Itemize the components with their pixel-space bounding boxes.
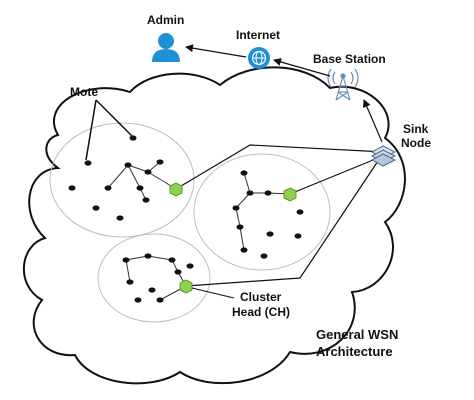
mote [122, 257, 130, 263]
mote [296, 209, 304, 215]
sink-node-icon [370, 145, 397, 167]
diagram-title-line1: General WSN [316, 327, 398, 342]
ch-pointer [191, 287, 235, 299]
cluster-head-label-line1: Cluster [240, 290, 282, 304]
mote [129, 135, 137, 141]
mote [186, 263, 194, 269]
mote [104, 185, 112, 191]
mote [124, 162, 132, 168]
cluster-1-links [107, 161, 177, 201]
mote [148, 287, 156, 293]
base-to-internet-arrow [273, 58, 331, 77]
cluster-2-links [235, 172, 291, 251]
user-icon [152, 33, 180, 62]
mote [232, 205, 240, 211]
mote [144, 169, 152, 175]
mote [144, 253, 152, 259]
cluster-head-label-line2: Head (CH) [232, 305, 290, 319]
sink-label-line1: Sink [403, 122, 429, 136]
cluster-area-1 [49, 122, 195, 238]
base-station-label: Base Station [313, 52, 386, 66]
mote [260, 253, 268, 259]
network-cloud [23, 66, 406, 385]
mote [236, 224, 244, 230]
mote [294, 233, 302, 239]
mote [116, 215, 124, 221]
mote-label: Mote [70, 85, 98, 99]
mote [156, 297, 164, 303]
sink-to-base-arrow [363, 99, 383, 143]
mote-pointers [85, 99, 133, 161]
cluster-head-3 [179, 279, 193, 294]
mote [92, 205, 100, 211]
internet-to-admin-arrow [185, 44, 247, 58]
mote [84, 160, 92, 166]
mote [142, 197, 150, 203]
cluster-3-motes [122, 253, 194, 303]
sink-label-line2: Node [401, 136, 431, 150]
mote [240, 247, 248, 253]
mote [240, 170, 248, 176]
cluster-area-3 [97, 233, 211, 323]
antenna-tower-icon [327, 68, 359, 101]
diagram-title-line2: Architecture [316, 344, 393, 359]
cluster-area-2 [193, 153, 331, 271]
ch-to-sink-links [175, 144, 386, 287]
mote [174, 269, 182, 275]
mote [136, 185, 144, 191]
mote [168, 257, 176, 263]
admin-label: Admin [147, 13, 184, 27]
cluster-head-2 [283, 187, 297, 202]
cluster-2-motes [232, 170, 304, 259]
mote [126, 279, 134, 285]
mote [266, 231, 274, 237]
cluster-1-motes [68, 135, 164, 221]
mote [246, 190, 254, 196]
mote [156, 159, 164, 165]
mote [134, 297, 142, 303]
cluster-head-1 [169, 182, 183, 197]
globe-icon [248, 47, 270, 69]
mote [68, 185, 76, 191]
internet-label: Internet [236, 28, 280, 42]
cluster-3-links [125, 255, 187, 301]
mote [264, 190, 272, 196]
